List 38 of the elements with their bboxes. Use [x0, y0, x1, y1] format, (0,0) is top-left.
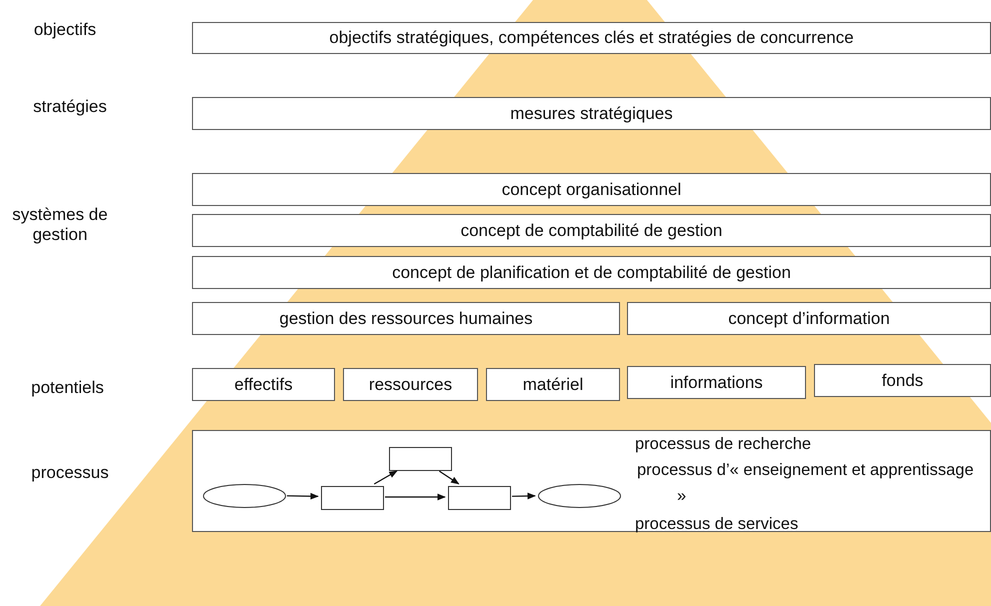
text-bar [192, 97, 991, 130]
text-bar [192, 22, 991, 54]
level-label: processus [30, 463, 110, 483]
bar-label: gestion des ressources humaines [279, 308, 533, 328]
bar-label: effectifs [234, 374, 293, 394]
text-bar [627, 366, 806, 399]
text-bar [192, 302, 620, 335]
text-bar [192, 256, 991, 289]
bar-label: mesures stratégiques [510, 104, 673, 124]
level-label: objectifs [32, 20, 98, 40]
process-label: processus d’« enseignement et apprentissage » [637, 460, 975, 507]
process-label: processus de recherche [635, 434, 812, 455]
bar-label: concept de planification et de comptabilité de gestion [392, 262, 791, 282]
bar-label: fonds [882, 370, 924, 390]
arrow [385, 494, 446, 500]
bar-label: ressources [368, 374, 452, 394]
bar-label: concept d’information [728, 308, 890, 328]
level-label: stratégies [32, 97, 108, 117]
bar-label: concept de comptabilité de gestion [460, 220, 722, 240]
text-bar [192, 173, 991, 206]
bar-label: matériel [522, 374, 584, 394]
text-bar [192, 214, 991, 247]
arrow [286, 492, 319, 500]
arrow [512, 492, 536, 500]
arrow [438, 470, 460, 484]
text-bar [343, 368, 478, 401]
process-label: processus de services [635, 514, 798, 535]
bar-label: concept organisationnel [502, 180, 682, 200]
bar-label: informations [670, 372, 763, 392]
arrow [374, 470, 398, 485]
level-label: potentiels [30, 378, 105, 398]
text-bar [486, 368, 620, 401]
process-panel [192, 430, 991, 532]
bar-label: objectifs stratégiques, compétences clés et stratégies de concurrence [329, 28, 854, 48]
level-label: systèmes de gestion [11, 205, 109, 245]
text-bar [627, 302, 991, 335]
text-bar [192, 368, 335, 401]
text-bar [814, 364, 991, 397]
